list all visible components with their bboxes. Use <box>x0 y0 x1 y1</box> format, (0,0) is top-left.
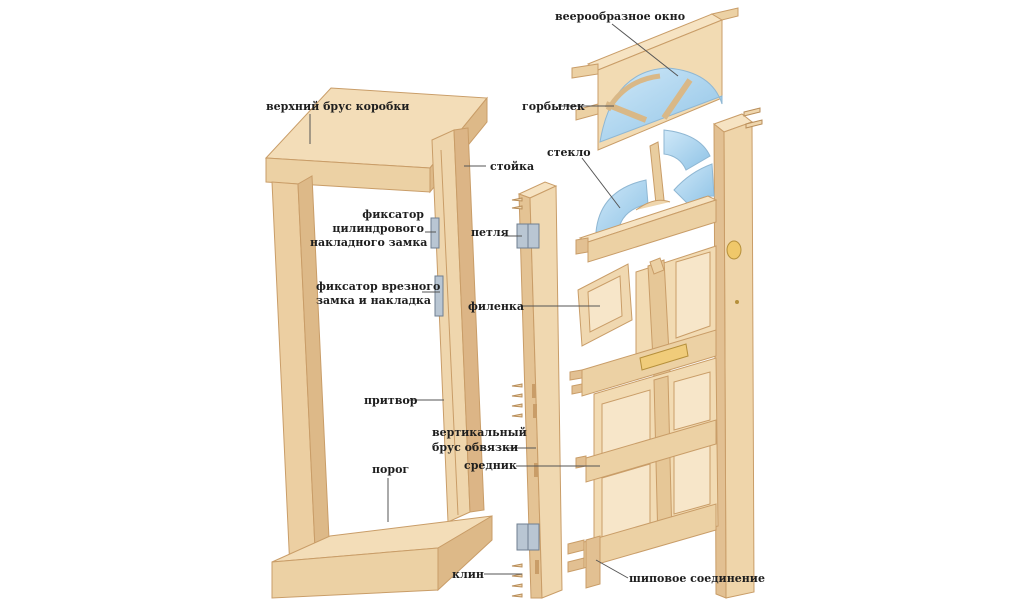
frame-right-jamb-face <box>453 127 485 513</box>
rebate-line <box>440 149 459 516</box>
label-mullion: средник <box>464 459 517 472</box>
label-rebate: притвор <box>364 394 418 407</box>
glass-pane-left <box>595 179 649 235</box>
label-sill: порог <box>372 463 410 476</box>
label-hinge: петля <box>471 226 509 239</box>
door-frame <box>264 87 493 599</box>
hanging-stile <box>516 181 563 599</box>
intermediate-rail <box>585 419 717 483</box>
label-panel: филенка <box>468 300 524 313</box>
label-stile-2: брус обвязки <box>432 441 519 454</box>
wedges <box>511 197 523 598</box>
label-top-rail: верхний брус коробки <box>266 100 410 113</box>
label-cylinder-keeper-1: фиксатор <box>362 208 424 221</box>
label-stile-1: вертикальный <box>432 426 527 439</box>
fan-window-assembly <box>571 7 739 151</box>
cylinder-lock-keeper <box>430 217 440 249</box>
sill-end <box>437 515 493 592</box>
label-wedges: клин <box>452 568 484 581</box>
glazing-bar <box>661 78 693 120</box>
label-tenon-joint: шиповое соединение <box>629 572 765 585</box>
lock-stile <box>723 121 755 599</box>
letter-plate <box>639 343 689 371</box>
label-mortise-keeper-2: замка и накладка <box>316 294 432 307</box>
label-jamb: стойка <box>490 160 535 173</box>
door-leaf <box>567 107 763 599</box>
mortise-lock-keeper <box>434 275 444 317</box>
label-cylinder-keeper-2: цилиндрового <box>332 222 424 235</box>
label-mortise-keeper-1: фиксатор врезного <box>316 280 441 293</box>
glass-pane-top <box>663 129 711 171</box>
label-cylinder-keeper-3: накладного замка <box>310 236 428 249</box>
leader-lines <box>309 23 679 579</box>
upper-right-panel <box>675 251 711 339</box>
label-fan-window: веерообразное окно <box>555 10 686 23</box>
panel-lower-right-1 <box>673 371 711 431</box>
door-knob <box>726 240 742 260</box>
frieze-rail <box>587 199 717 263</box>
label-glass: стекло <box>547 146 591 159</box>
label-glazing-bar: горбылек <box>522 100 585 113</box>
